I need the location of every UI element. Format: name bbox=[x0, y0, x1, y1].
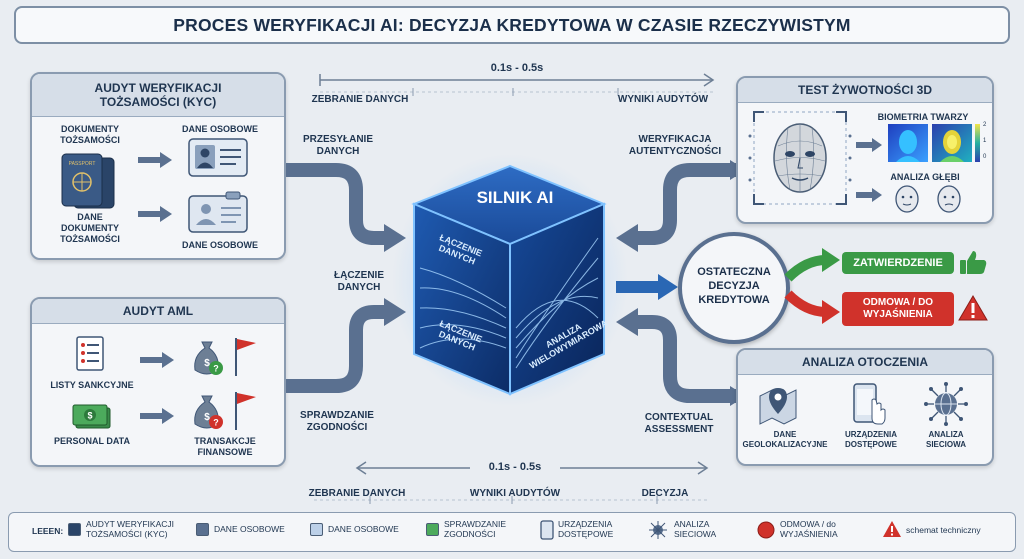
approve-label: ZATWIERDZENIE bbox=[853, 257, 943, 269]
face-outline-icon-2 bbox=[937, 185, 961, 213]
kyc-personal-1-label: DANE OSOBOWE bbox=[181, 124, 258, 134]
timeline-bottom-label-2: WYNIKI AUDYTÓW bbox=[469, 488, 561, 499]
legend-item-5: URZĄDZENIA DOSTĘPOWE bbox=[558, 519, 614, 539]
legend-network-icon bbox=[649, 521, 667, 539]
svg-text:?: ? bbox=[213, 418, 219, 428]
legend-swatch-4 bbox=[426, 523, 439, 536]
depth-label: ANALIZA GŁĘBI bbox=[890, 172, 960, 182]
biometrics-label: BIOMETRIA TWARZY bbox=[877, 112, 969, 122]
warning-icon bbox=[958, 295, 988, 321]
flow-compliance-label: SPRAWDZANIE ZGODNOŚCI bbox=[300, 410, 374, 433]
reject-badge: ODMOWA / DO WYJAŚNIENIA bbox=[842, 292, 954, 326]
decision-label: OSTATECZNA DECYZJA KREDYTOWA bbox=[697, 266, 771, 306]
environment-title: ANALIZA OTOCZENIA bbox=[738, 350, 992, 375]
approve-badge: ZATWIERDZENIE bbox=[842, 252, 954, 274]
device-touch-icon bbox=[853, 383, 886, 425]
heatmap-face-icon bbox=[888, 124, 928, 162]
aml-sanctions-label: LISTY SANKCYJNE bbox=[50, 380, 134, 390]
network-globe-icon bbox=[924, 382, 968, 426]
scale-tick-0: 0 bbox=[983, 154, 987, 160]
upload-flow-arrow bbox=[286, 163, 406, 252]
money-bag-question-icon: $ ? bbox=[194, 392, 256, 430]
approve-arrow bbox=[784, 248, 840, 282]
legend-item-2: DANE OSOBOWE bbox=[214, 524, 285, 534]
passport-icon: PASSPORT bbox=[61, 153, 115, 209]
timeline-top-start: ZEBRANIE DANYCH bbox=[311, 94, 409, 105]
scale-tick-2: 2 bbox=[983, 122, 987, 128]
map-pin-icon bbox=[759, 388, 797, 425]
legend-key: LEEEN: bbox=[32, 526, 64, 536]
legend-item-6: ANALIZA SIECIOWA bbox=[674, 519, 717, 539]
env-network-label: ANALIZA SIECIOWA bbox=[925, 430, 966, 449]
legend-item-7: ODMOWA / do WYJAŚNIENIA bbox=[780, 519, 838, 539]
scale-tick-1: 1 bbox=[983, 138, 987, 144]
svg-text:$: $ bbox=[204, 412, 210, 423]
reject-label: ODMOWA / DO WYJAŚNIENIA bbox=[862, 297, 934, 320]
liveness-title: TEST ŻYWOTNOŚCI 3D bbox=[738, 78, 992, 103]
title-bar: PROCES WERYFIKACJI AI: DECYZJA KREDYTOWA… bbox=[14, 6, 1010, 44]
page-title: PROCES WERYFIKACJI AI: DECYZJA KREDYTOWA… bbox=[173, 14, 851, 35]
svg-text:?: ? bbox=[213, 364, 219, 374]
timeline-bottom-label-3: DECYZJA bbox=[641, 488, 689, 499]
money-bag-check-icon: $ ? bbox=[194, 338, 256, 376]
thumbs-up-icon bbox=[960, 251, 987, 274]
legend-swatch-3 bbox=[310, 523, 323, 536]
heatmap-scale-bar bbox=[975, 124, 980, 162]
liveness-arrow-2 bbox=[856, 188, 882, 202]
timeline-bottom-range: 0.1s - 0.5s bbox=[470, 461, 560, 473]
timeline-top-range: 0.1s - 0.5s bbox=[472, 62, 562, 74]
timeline-top-end: WYNIKI AUDYTÓW bbox=[617, 94, 709, 105]
legend-swatch-2 bbox=[196, 523, 209, 536]
env-geo-label: DANE GEOLOKALIZACYJNE bbox=[742, 430, 828, 449]
kyc-doc-data-label: DANE DOKUMENTY TOŻSAMOŚCI bbox=[60, 212, 120, 244]
depth-map-icon bbox=[932, 124, 972, 162]
env-devices-label: URZĄDZENIA DOSTĘPOWE bbox=[844, 430, 897, 449]
timeline-bottom-ticks bbox=[314, 496, 708, 504]
legend-item-3: DANE OSOBOWE bbox=[328, 524, 399, 534]
legend-item-1: AUDYT WERYFIKACJI TOŻSAMOŚCI (KYC) bbox=[86, 519, 175, 539]
engine-title: SILNIK AI bbox=[476, 188, 554, 207]
money-icon: $ bbox=[72, 404, 111, 429]
aml-personal-label: PERSONAL DATA bbox=[53, 436, 130, 446]
aml-panel: AUDYT AML bbox=[30, 297, 286, 467]
kyc-arrow-2 bbox=[138, 206, 172, 222]
face-scan-icon bbox=[748, 111, 852, 205]
face-outline-icon-1 bbox=[895, 185, 919, 213]
aml-arrow-1 bbox=[140, 352, 174, 368]
reject-arrow bbox=[784, 290, 840, 324]
passport-text: PASSPORT bbox=[69, 161, 96, 167]
legend bbox=[8, 512, 1016, 552]
id-badge-icon bbox=[188, 191, 248, 233]
legend-item-4: SPRAWDZANIE ZGODNOŚCI bbox=[444, 519, 507, 539]
timeline-top-arrow bbox=[319, 73, 715, 96]
timeline-bottom-label-1: ZEBRANIE DANYCH bbox=[308, 488, 406, 499]
svg-text:$: $ bbox=[87, 411, 92, 421]
svg-text:$: $ bbox=[204, 358, 210, 369]
id-card-icon bbox=[188, 138, 248, 177]
legend-warning-icon bbox=[883, 521, 901, 537]
ai-engine-cube bbox=[392, 154, 628, 406]
kyc-personal-2-label: DANE OSOBOWE bbox=[181, 240, 258, 250]
aml-transactions-label: TRANSAKCJE FINANSOWE bbox=[194, 436, 256, 457]
decision-circle bbox=[678, 232, 790, 344]
engine-to-decision-arrow bbox=[616, 274, 678, 300]
legend-swatch-1 bbox=[68, 523, 81, 536]
legend-device-icon bbox=[540, 520, 554, 540]
flow-auth-label: WERYFIKACJA AUTENTYCZNOŚCI bbox=[628, 134, 722, 157]
liveness-arrow-1 bbox=[856, 138, 882, 152]
flow-upload-label: PRZESYŁANIE DANYCH bbox=[302, 134, 373, 157]
kyc-doc-label: DOKUMENTY TOŻSAMOŚCI bbox=[60, 124, 120, 145]
compliance-flow-arrow bbox=[286, 298, 406, 393]
flow-context-label: CONTEXTUAL ASSESSMENT bbox=[644, 412, 714, 435]
aml-title: AUDYT AML bbox=[32, 299, 284, 324]
legend-reject-icon bbox=[757, 521, 775, 539]
aml-arrow-2 bbox=[140, 408, 174, 424]
legend-item-8: schemat techniczny bbox=[906, 525, 981, 535]
kyc-title: AUDYT WERYFIKACJI TOŻSAMOŚCI (KYC) bbox=[32, 74, 284, 117]
sanctions-list-icon bbox=[76, 336, 104, 371]
kyc-arrow-1 bbox=[138, 152, 172, 168]
flow-merge-label: ŁĄCZENIE DANYCH bbox=[334, 270, 384, 293]
